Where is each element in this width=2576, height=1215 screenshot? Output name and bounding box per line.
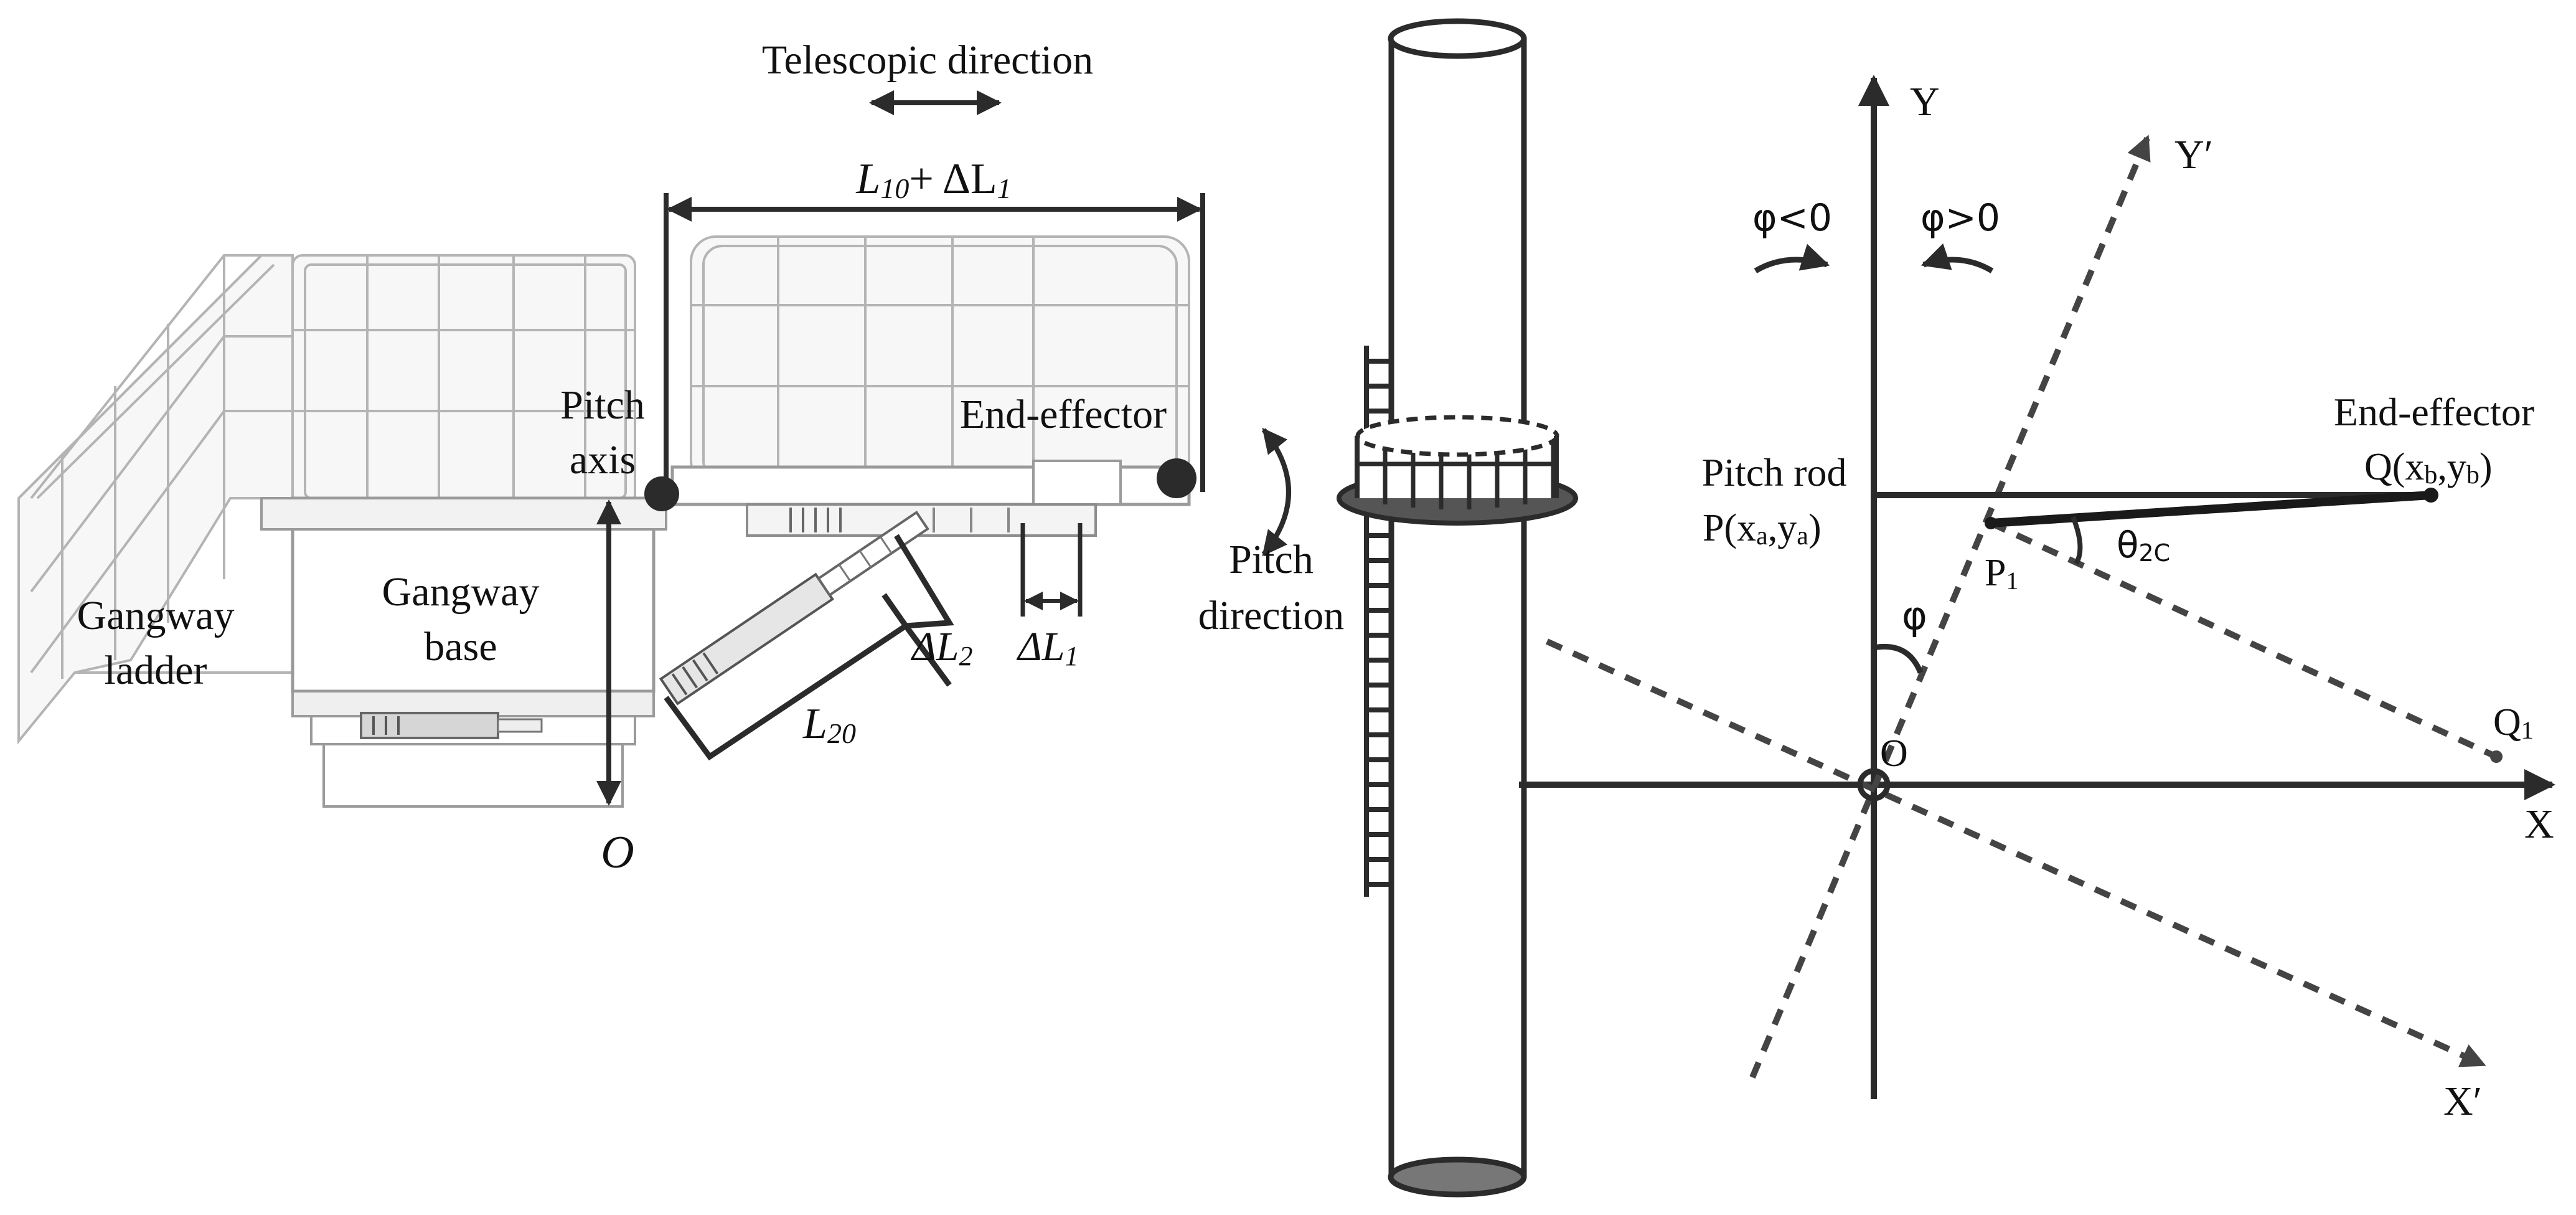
- label-deltaL2: ΔL2: [910, 624, 972, 671]
- label-gangway-ladder-1: Gangway: [77, 593, 235, 638]
- y-prime-axis: [1749, 135, 2151, 1079]
- label-L20: L20: [802, 700, 856, 749]
- label-end-effector-left: End-effector: [960, 392, 1167, 437]
- gangway-drawing: [17, 90, 1291, 808]
- monopile: [1337, 18, 1578, 1198]
- label-theta: θ2C: [2117, 524, 2170, 567]
- label-phi: φ: [1902, 593, 1927, 638]
- label-gangway-base-2: base: [424, 624, 497, 669]
- label-origin-right: O: [1880, 732, 1908, 775]
- point-q1: [2490, 750, 2503, 763]
- pitch-direction-arrow: [1261, 427, 1291, 557]
- label-gangway-base-1: Gangway: [382, 569, 540, 615]
- pile-platform: [1337, 415, 1578, 526]
- phi-pos-arrow: [1920, 243, 1994, 273]
- label-pitch-axis-1: Pitch: [560, 382, 645, 428]
- label-pitch-direction-2: direction: [1198, 593, 1345, 638]
- label-origin-left: O: [601, 827, 634, 878]
- label-telescopic-direction: Telescopic direction: [762, 37, 1093, 83]
- label-axis-x: X: [2524, 801, 2554, 847]
- origin-point: [1857, 768, 1891, 801]
- label-gangway-ladder-2: ladder: [105, 648, 207, 693]
- label-phi-positive: φ>0: [1920, 196, 2000, 240]
- label-L10-dLength: L10+ΔL1: [855, 155, 1011, 204]
- label-axis-y: Y: [1910, 79, 1940, 125]
- monopile-top: [1388, 18, 1527, 59]
- label-end-effector-right: End-effector: [2334, 390, 2534, 434]
- label-deltaL1-lower: ΔL1: [1016, 624, 1078, 671]
- pitch-axis-joint: [644, 476, 679, 511]
- label-point-q: Q(xb,yb): [2364, 446, 2493, 489]
- phi-neg-arrow: [1754, 243, 1830, 273]
- point-p1: [1985, 517, 1997, 529]
- luffing-cylinder: [659, 510, 929, 706]
- theta-arc: [2071, 516, 2083, 565]
- label-phi-negative: φ<0: [1752, 196, 1832, 240]
- telescopic-boom-railing: [690, 235, 1190, 487]
- phi-arc: [1873, 643, 1924, 674]
- label-axis-x-prime: X′: [2443, 1079, 2482, 1124]
- label-pitch-rod: Pitch rod: [1702, 450, 1847, 494]
- label-pitch-direction-1: Pitch: [1229, 537, 1314, 582]
- p1-q1-line: [1989, 520, 2498, 760]
- label-axis-y-prime: Y′: [2174, 132, 2213, 177]
- label-point-q1: Q1: [2493, 701, 2534, 744]
- label-pitch-axis-2: axis: [570, 437, 636, 483]
- label-point-p: P(xa,ya): [1703, 507, 1822, 551]
- p1-q-segment: [1990, 491, 2432, 527]
- base-cylinder: [360, 712, 543, 739]
- monopile-bottom: [1388, 1156, 1527, 1198]
- dim-L2-bracket: [894, 534, 954, 687]
- x-prime-axis: [1545, 638, 2486, 1068]
- coordinate-diagram: [1519, 75, 2555, 1099]
- label-point-p1: P1: [1985, 552, 2018, 595]
- point-q: [2423, 488, 2438, 503]
- end-effector-joint: [1157, 458, 1196, 498]
